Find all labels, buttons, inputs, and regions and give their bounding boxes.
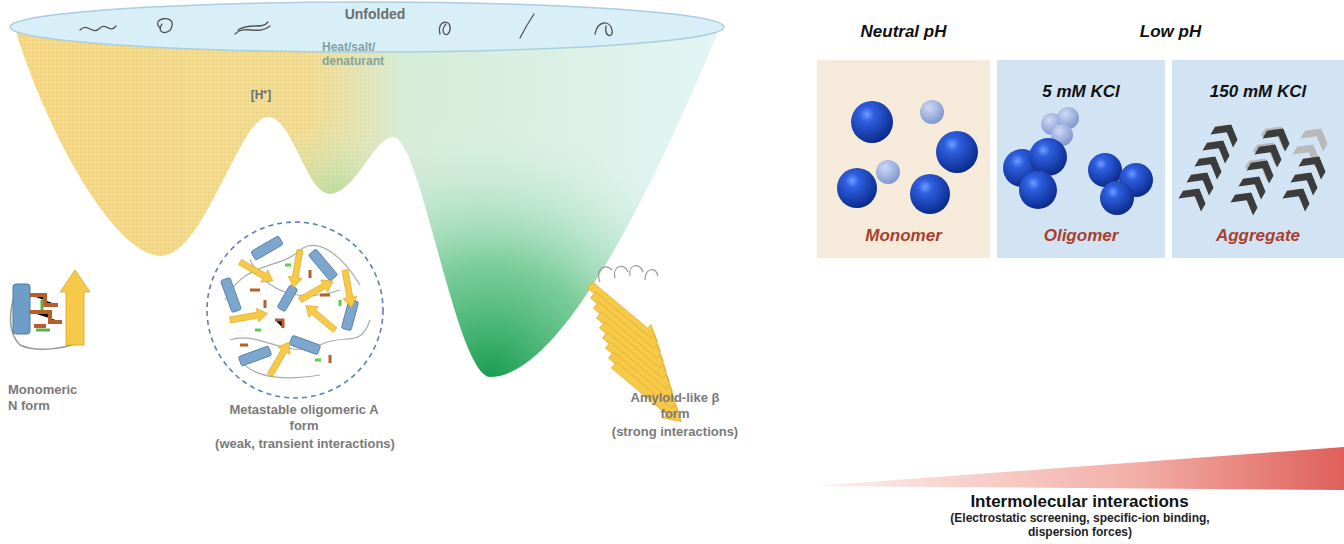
column-heading: Neutral pH [817,22,990,42]
state-label: Unfolded [320,6,430,23]
state-note: (weak, transient interactions) [190,436,420,452]
condition-label: 5 mM KCl [1042,82,1119,102]
condition-label: Heat/salt/ denaturant [322,40,398,69]
condition-label: 150 mM KCl [1210,82,1306,102]
column-heading: Low pH [997,22,1344,42]
condition-panel: 150 mM KClAggregate [1172,60,1344,258]
state-note: (strong interactions) [590,424,760,440]
condition-label: [H⁺] [236,88,286,102]
state-label: Amyloid-like β form [628,390,722,421]
state-label: Monomer [865,226,942,246]
condition-panel: Monomer [817,60,990,258]
axis-title: Intermolecular interactions [815,492,1344,512]
condition-panel: 5 mM KClOligomer [997,60,1165,258]
state-label: Oligomer [1044,226,1119,246]
state-label: Aggregate [1216,226,1300,246]
axis-note: (Electrostatic screening, specific-ion b… [925,512,1235,540]
state-label: Metastable oligomeric A form [229,402,379,433]
state-label: Monomeric N form [8,382,90,413]
